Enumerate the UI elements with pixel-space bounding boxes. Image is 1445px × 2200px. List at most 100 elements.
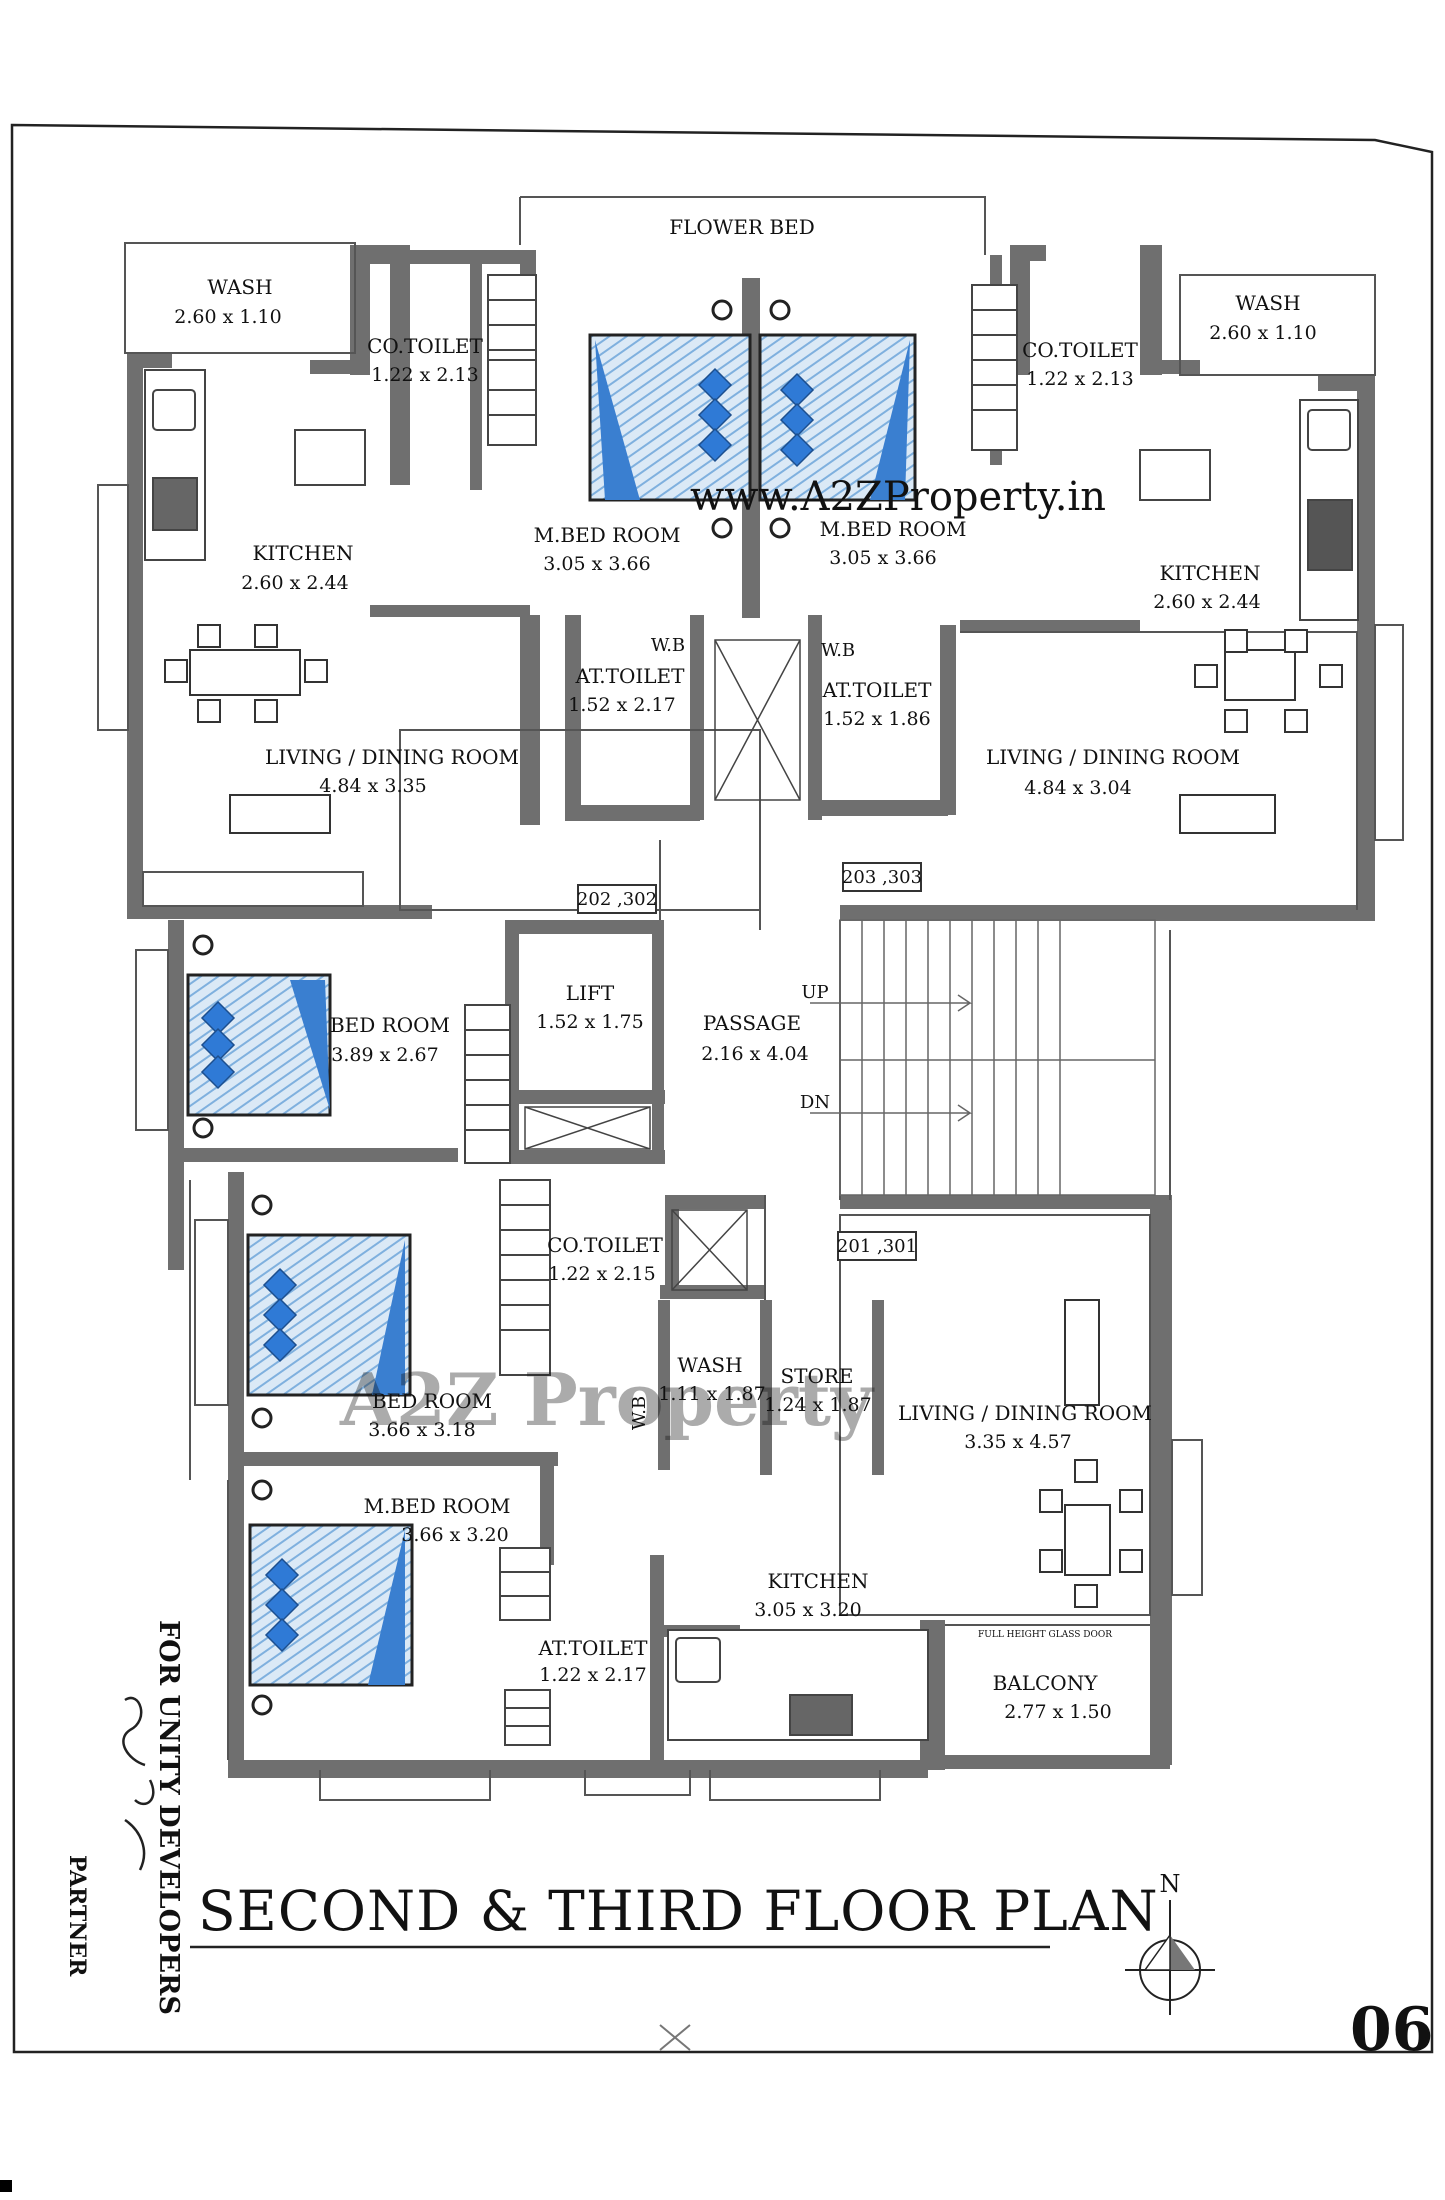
room-name: M.BED ROOM <box>534 523 681 547</box>
room-dimension: 4.84 x 3.35 <box>319 775 426 797</box>
plan-title: SECOND & THIRD FLOOR PLAN <box>198 1879 1159 1943</box>
shaft-crosses <box>524 639 801 1291</box>
room-name: WASH <box>207 275 272 299</box>
room-living-right: LIVING / DINING ROOM 4.84 x 3.04 <box>986 745 1240 799</box>
beds <box>186 333 917 1687</box>
room-name: WASH <box>677 1353 742 1377</box>
room-kitchen-right: KITCHEN 2.60 x 2.44 <box>1153 561 1260 613</box>
room-bed-a: BED ROOM 3.89 x 2.67 <box>330 1013 450 1066</box>
room-dimension: 2.60 x 2.44 <box>1153 591 1260 613</box>
room-balcony: BALCONY 2.77 x 1.50 <box>993 1671 1112 1723</box>
room-name: AT.TOILET <box>822 678 933 702</box>
unit-number: 202 ,302 <box>577 889 657 910</box>
room-wash-right: WASH 2.60 x 1.10 <box>1209 291 1316 344</box>
room-name: WASH <box>1235 291 1300 315</box>
room-name: LIVING / DINING ROOM <box>986 745 1240 769</box>
signatory-company: FOR UNITY DEVELOPERS <box>153 1620 184 2015</box>
wardrobes <box>464 274 1018 1746</box>
room-name: STORE <box>780 1364 853 1388</box>
room-name: BALCONY <box>993 1671 1099 1695</box>
room-lift: LIFT 1.52 x 1.75 <box>536 981 643 1033</box>
room-kitchen-b: KITCHEN 3.05 x 3.20 <box>754 1569 868 1621</box>
crop-mark <box>659 2024 691 2051</box>
walls <box>127 245 1375 1778</box>
window-projections <box>97 484 1404 1596</box>
room-dimension: 3.66 x 3.20 <box>401 1524 508 1546</box>
room-dimension: 3.89 x 2.67 <box>331 1044 438 1066</box>
signatory-role: PARTNER <box>64 1855 90 1977</box>
room-dimension: 2.77 x 1.50 <box>1004 1701 1111 1723</box>
scan-mark <box>0 2180 12 2192</box>
room-name: LIVING / DINING ROOM <box>265 745 519 769</box>
room-attoilet-left: W.B AT.TOILET 1.52 x 2.17 <box>568 635 685 716</box>
room-mbed-right: M.BED ROOM 3.05 x 3.66 <box>820 517 967 569</box>
room-dimension: 1.52 x 1.75 <box>536 1011 643 1033</box>
room-living-left: LIVING / DINING ROOM 4.84 x 3.35 <box>265 745 519 797</box>
room-name: M.BED ROOM <box>364 1494 511 1518</box>
room-wash-left: WASH 2.60 x 1.10 <box>174 275 281 328</box>
room-living-b: LIVING / DINING ROOM 3.35 x 4.57 <box>898 1401 1152 1453</box>
room-mbed-left: M.BED ROOM 3.05 x 3.66 <box>534 523 681 575</box>
room-dimension: 2.16 x 4.04 <box>701 1043 808 1065</box>
room-dimension: 1.52 x 1.86 <box>823 708 930 730</box>
unit-tag-203: 203 ,303 <box>842 862 922 892</box>
bedside-tables <box>192 299 791 1716</box>
room-dimension: 1.22 x 2.15 <box>548 1263 655 1285</box>
room-name: BED ROOM <box>372 1389 492 1413</box>
room-bed-b: BED ROOM 3.66 x 3.18 <box>368 1389 492 1441</box>
room-name: M.BED ROOM <box>820 517 967 541</box>
room-dimension: 1.52 x 2.17 <box>568 694 675 716</box>
room-dimension: 3.05 x 3.20 <box>754 1599 861 1621</box>
kitchen-counters <box>144 369 1359 1741</box>
room-dimension: 2.60 x 2.44 <box>241 572 348 594</box>
room-wash-b: WASH 1.11 x 1.87 <box>658 1353 765 1405</box>
unit-number: 203 ,303 <box>842 867 922 888</box>
room-name: AT.TOILET <box>538 1636 649 1660</box>
stair-down-label: DN <box>800 1092 830 1113</box>
room-name: AT.TOILET <box>575 664 686 688</box>
room-name: BED ROOM <box>330 1013 450 1037</box>
wb-label: W.B <box>821 640 855 661</box>
stair-up-label: UP <box>801 982 828 1003</box>
room-dimension: 3.05 x 3.66 <box>829 547 936 569</box>
watermark-url: www.A2ZProperty.in <box>690 474 1106 520</box>
unit-number: 201 ,301 <box>837 1236 917 1257</box>
room-dimension: 4.84 x 3.04 <box>1024 777 1131 799</box>
staircase <box>810 919 1156 1196</box>
room-dimension: 1.11 x 1.87 <box>658 1383 765 1405</box>
room-attoilet-right: W.B AT.TOILET 1.52 x 1.86 <box>821 640 932 730</box>
room-cotoilet-b: CO.TOILET 1.22 x 2.15 <box>547 1233 663 1285</box>
room-name: KITCHEN <box>252 541 353 565</box>
flower-bed-label: FLOWER BED <box>669 215 814 239</box>
page-number: 06 <box>1350 1995 1434 2065</box>
room-mbed-b: M.BED ROOM 3.66 x 3.20 <box>364 1494 511 1546</box>
room-name: PASSAGE <box>703 1011 801 1035</box>
north-label: N <box>1160 1870 1181 1898</box>
room-kitchen-left: KITCHEN 2.60 x 2.44 <box>241 541 353 594</box>
room-dimension: 1.24 x 1.87 <box>764 1394 871 1416</box>
north-arrow: N <box>1125 1870 1215 2015</box>
room-name: KITCHEN <box>1159 561 1260 585</box>
room-cotoilet-right: CO.TOILET 1.22 x 2.13 <box>1022 338 1138 390</box>
room-dimension: 3.66 x 3.18 <box>368 1419 475 1441</box>
room-name: CO.TOILET <box>367 334 483 358</box>
room-cotoilet-left: CO.TOILET 1.22 x 2.13 <box>367 334 483 386</box>
wb-label: W.B <box>651 635 685 656</box>
watermark-logo: A2Z Property <box>339 1357 875 1442</box>
room-name: KITCHEN <box>767 1569 868 1593</box>
page-border <box>10 123 1434 2054</box>
glass-door-note: FULL HEIGHT GLASS DOOR <box>978 1630 1112 1640</box>
dining-sets <box>164 624 1343 1608</box>
unit-tag-202: 202 ,302 <box>577 884 657 914</box>
signature <box>122 1696 155 1871</box>
room-dimension: 3.05 x 3.66 <box>543 553 650 575</box>
room-attoilet-b: AT.TOILET 1.22 x 2.17 <box>538 1636 649 1686</box>
room-dimension: 3.35 x 4.57 <box>964 1431 1071 1453</box>
room-name: CO.TOILET <box>547 1233 663 1257</box>
room-dimension: 1.22 x 2.17 <box>539 1664 646 1686</box>
room-name: LIVING / DINING ROOM <box>898 1401 1152 1425</box>
unit-tag-201: 201 ,301 <box>837 1231 917 1261</box>
room-passage: PASSAGE 2.16 x 4.04 <box>701 1011 808 1065</box>
room-name: CO.TOILET <box>1022 338 1138 362</box>
